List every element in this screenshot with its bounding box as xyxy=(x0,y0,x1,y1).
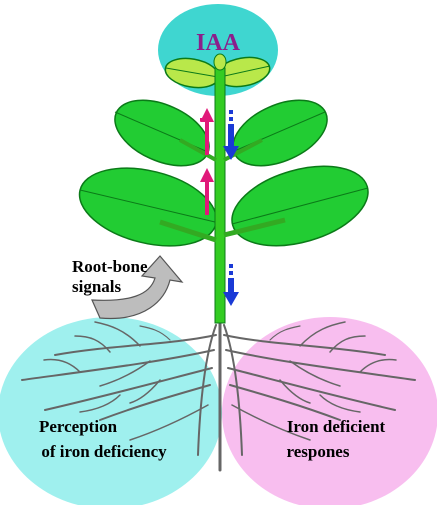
signal-label-line1: Root-bone xyxy=(72,257,148,276)
stem xyxy=(159,53,286,324)
down-arrow-icon xyxy=(223,110,239,306)
leaf-lower-left xyxy=(78,167,218,247)
response-circle xyxy=(222,317,437,509)
response-label-line2: respones xyxy=(287,442,350,461)
shoot-apex xyxy=(213,53,227,71)
curved-signal-arrow-icon xyxy=(91,255,184,320)
perception-label-line2: of iron deficiency xyxy=(41,442,167,461)
leaf-upper-left xyxy=(114,99,210,167)
perception-label-line1: Perception xyxy=(39,417,118,436)
signal-label-line2: signals xyxy=(72,277,122,296)
perception-circle xyxy=(0,317,222,509)
up-arrow-icon xyxy=(200,108,214,215)
root-system xyxy=(21,318,416,472)
response-label-line1: Iron deficient xyxy=(287,417,386,436)
leaf-upper-right xyxy=(232,99,328,167)
iaa-label: IAA xyxy=(196,30,241,56)
